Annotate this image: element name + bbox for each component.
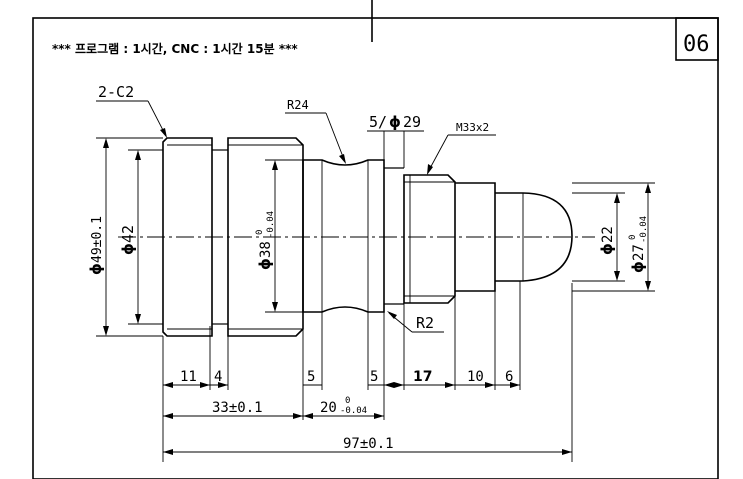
length-20: 20 [320,400,337,416]
dim-dia38: ϕ 38 0 -0.04 [255,211,276,270]
dim-dia27: ϕ 27 0 -0.04 [628,216,649,273]
fillet-label: R2 [416,314,434,332]
length-extension-lines [162,281,573,462]
dia27-tol-upper: 0 [628,235,638,240]
length-5-a: 5 [307,369,315,385]
length-dimension-row-1 [163,382,520,388]
dia49-value: 49±0.1 [90,216,105,263]
thread-callout: M33x2 [427,121,496,175]
length-97: 97±0.1 [343,436,394,452]
phi-symbol: ϕ [87,263,105,275]
groove-radius-label: R24 [287,98,309,112]
chamfer-callout: 2-C2 [96,83,167,138]
diameter-dimensions [96,137,655,337]
phi-symbol: ϕ [629,261,647,273]
groove-radius-callout: R24 [285,98,346,164]
drawing-frame [32,0,719,479]
dia38-tol-upper: 0 [255,230,265,235]
phi-symbol: ϕ [119,243,137,255]
length-20-tol-upper: 0 [345,396,350,406]
chamfer-label: 2-C2 [98,83,134,101]
dim-dia22: ϕ 22 [598,226,616,255]
length-11: 11 [180,369,197,385]
dia42-value: 42 [119,225,137,243]
drawing-number: 06 [683,32,710,57]
dia38-value: 38 [258,241,274,258]
dia27-value: 27 [631,244,647,261]
groove-dia-value: 29 [403,113,421,131]
length-20-tol-lower: -0.04 [340,406,367,416]
length-dimension-row-3 [163,449,572,455]
dia27-tol-lower: -0.04 [639,216,649,243]
phi-symbol: ϕ [598,243,616,255]
dim-dia49: ϕ 49±0.1 [87,216,105,275]
length-dimension-row-2 [163,413,384,419]
groove-spec-callout: 5/ ϕ 29 [367,113,424,168]
phi-symbol: ϕ [389,113,401,131]
phi-symbol: ϕ [256,258,274,270]
dia22-value: 22 [600,226,616,243]
groove-spec-label: 5/ [369,113,387,131]
length-6: 6 [505,369,513,385]
length-33: 33±0.1 [212,400,263,416]
dia38-tol-lower: -0.04 [266,211,276,238]
length-4: 4 [214,369,222,385]
fillet-callout: R2 [387,311,444,333]
program-time-note: *** 프로그램 : 1시간, CNC : 1시간 15분 *** [52,41,298,56]
thread-label: M33x2 [456,121,489,134]
dim-dia42: ϕ 42 [119,225,137,255]
length-17: 17 [413,369,432,385]
shaft-outline [162,137,573,337]
length-10: 10 [467,369,484,385]
length-5-b: 5 [370,369,378,385]
